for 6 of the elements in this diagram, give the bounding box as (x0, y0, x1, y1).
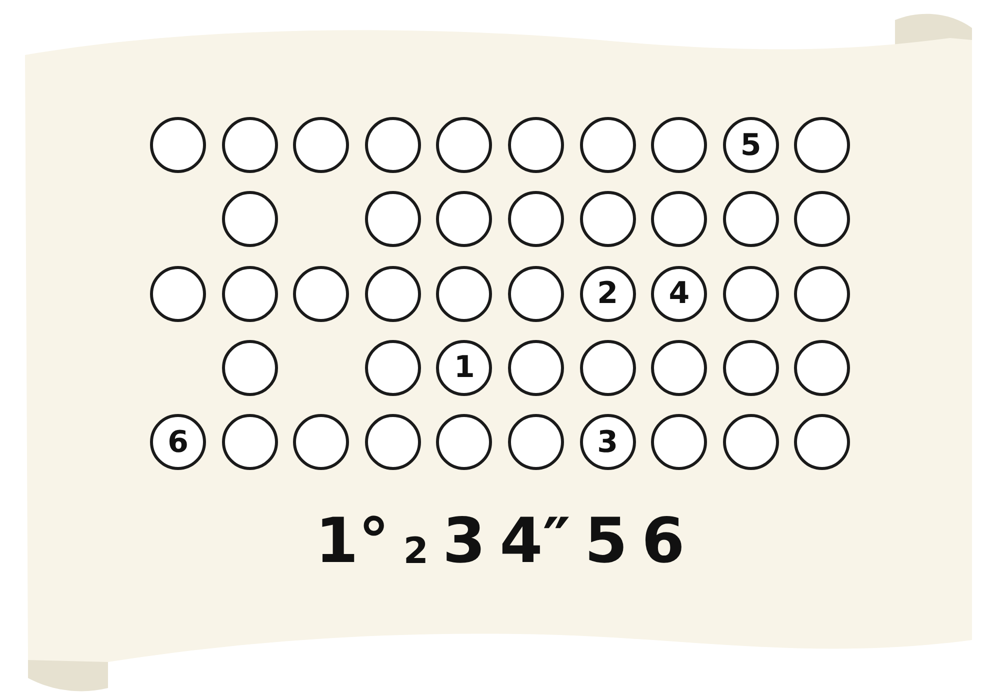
numeral: 6 (642, 510, 685, 572)
numeral: 4″ (500, 510, 570, 572)
numeral: 3 (442, 510, 486, 572)
numeral: 5 (584, 510, 628, 572)
numeral: 1° (315, 510, 390, 572)
numeral: 2 (403, 534, 428, 570)
